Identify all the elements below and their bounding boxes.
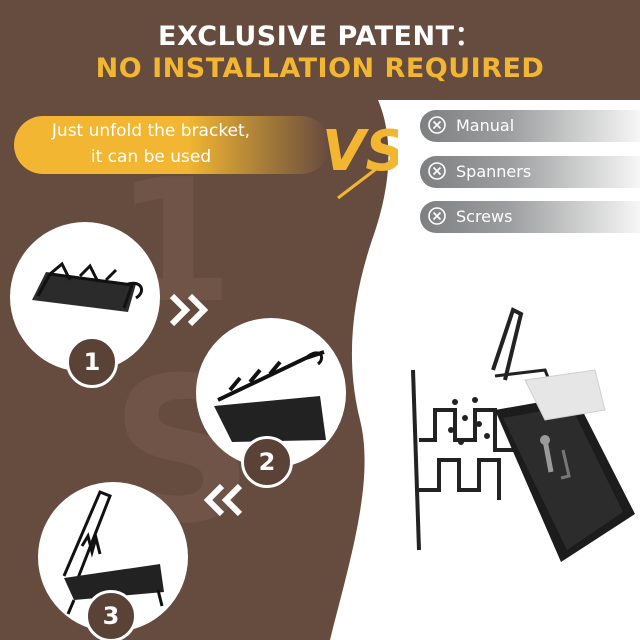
step-2-badge: 2 [241,436,293,488]
comparison-tag-manual: Manual [420,110,640,142]
unfolding-bracket-image [214,350,326,442]
cross-circle-icon [428,207,446,225]
callout-line-1: Just unfold the bracket, [51,121,251,141]
chevron-right-icon [169,293,209,327]
title-line-1: EXCLUSIVE PATENT： [158,21,482,52]
vs-logo: VS [322,119,398,200]
cross-circle-icon [428,162,446,180]
step-3-badge: 3 [85,590,137,640]
header-banner [0,0,640,100]
callout-text: Just unfold the bracket, it can be used [26,118,276,170]
chevron-left-icon [203,483,243,517]
callout-line-2: it can be used [90,147,212,167]
cross-circle-icon [428,116,446,134]
comparison-label: Manual [456,116,515,135]
vs-slash [337,164,381,200]
comparison-label: Spanners [456,162,532,181]
callout-pill [14,116,330,174]
title-line-2: NO INSTALLATION REQUIRED [95,53,545,84]
standing-bracket-image [62,490,164,615]
bracket-with-hardware-image [411,307,635,562]
comparison-label: Screws [456,207,513,226]
vs-text: VS [322,119,398,184]
comparison-tag-spanners: Spanners [420,156,640,188]
step-1-badge: 1 [66,336,118,388]
folded-bracket-image [32,261,144,312]
comparison-tag-screws: Screws [420,201,640,233]
